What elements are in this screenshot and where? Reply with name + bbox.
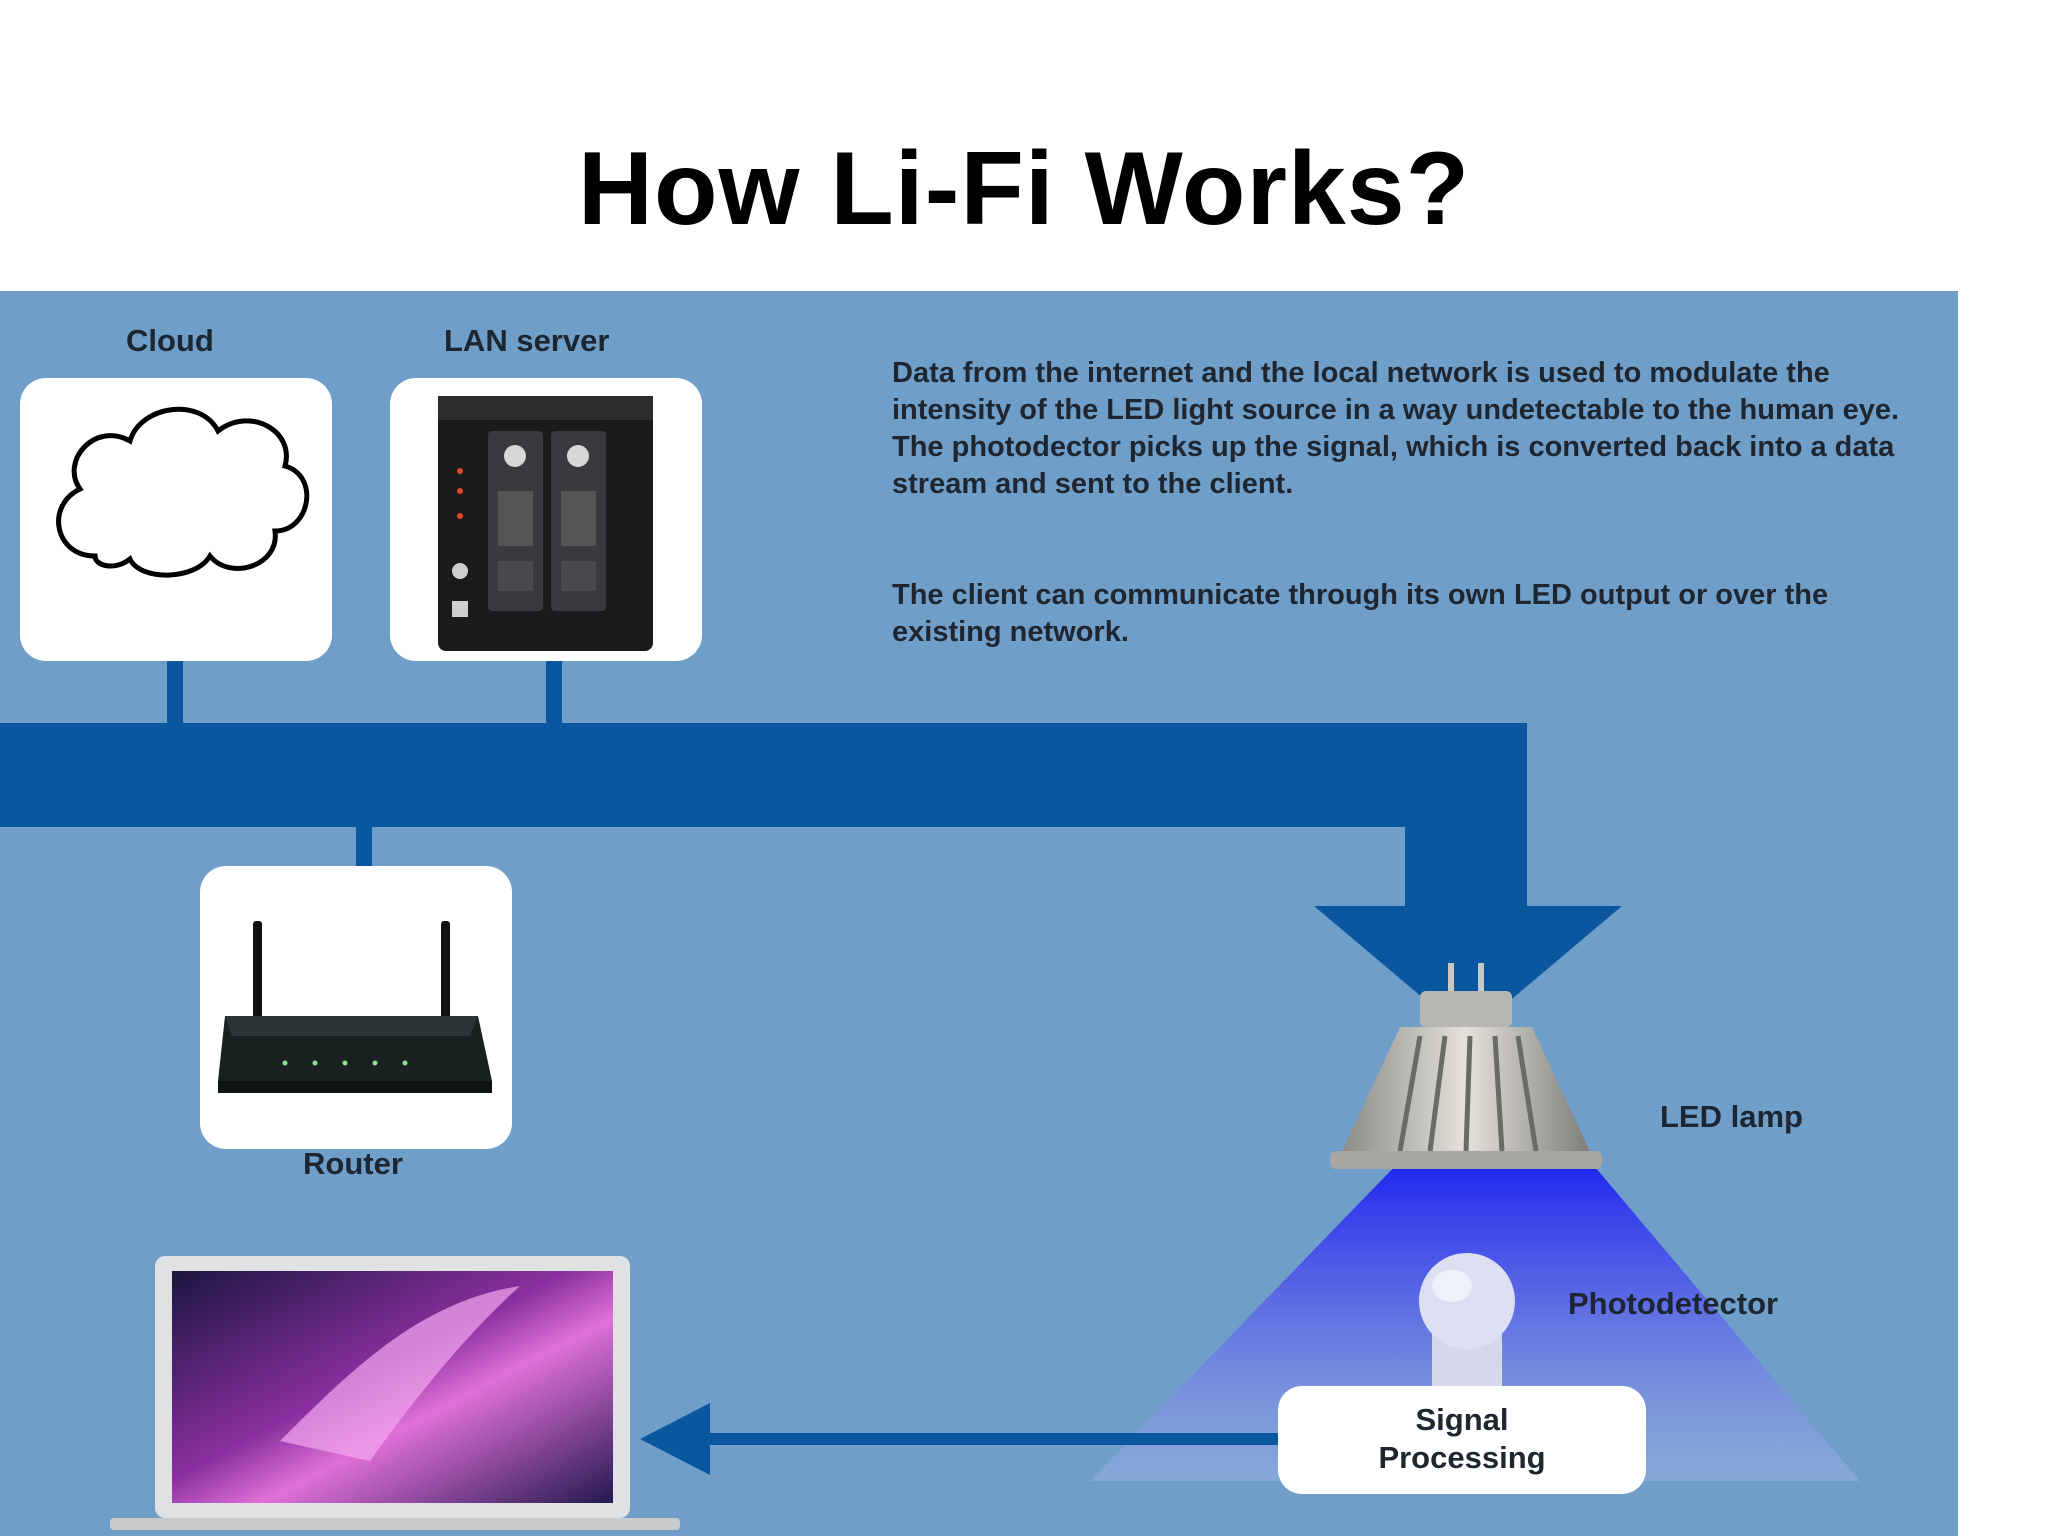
server-panel <box>390 378 702 661</box>
router-label: Router <box>303 1146 403 1181</box>
photodetector-label: Photodetector <box>1568 1286 1779 1321</box>
description-paragraph-2: The client can communicate through its o… <box>892 579 1829 648</box>
arrow-left-icon <box>640 1403 1280 1475</box>
laptop-icon <box>110 1256 680 1530</box>
cloud-panel <box>20 378 332 661</box>
network-bus <box>0 723 1622 1036</box>
led-lamp-label: LED lamp <box>1660 1099 1803 1134</box>
lifi-diagram: Cloud LAN server Router LED lamp Photode… <box>0 291 1958 1536</box>
cloud-icon <box>56 406 310 578</box>
led-lamp-icon <box>1330 963 1602 1169</box>
diagram-graphics <box>0 378 1860 1530</box>
slide-title: How Li-Fi Works? <box>577 131 1471 247</box>
description-paragraph-1: Data from the internet and the local net… <box>892 357 1900 500</box>
signal-processing-line1: Signal <box>1415 1402 1509 1437</box>
server-icon <box>438 396 653 651</box>
signal-processing-label: Signal Processing <box>1278 1401 1646 1477</box>
signal-processing-line2: Processing <box>1378 1440 1546 1475</box>
cloud-label: Cloud <box>126 323 214 358</box>
signal-processing-box <box>1278 1386 1646 1494</box>
router-icon <box>218 921 492 1093</box>
router-panel <box>200 866 512 1149</box>
photodetector-icon <box>1419 1253 1515 1401</box>
lan-server-label: LAN server <box>444 323 610 358</box>
